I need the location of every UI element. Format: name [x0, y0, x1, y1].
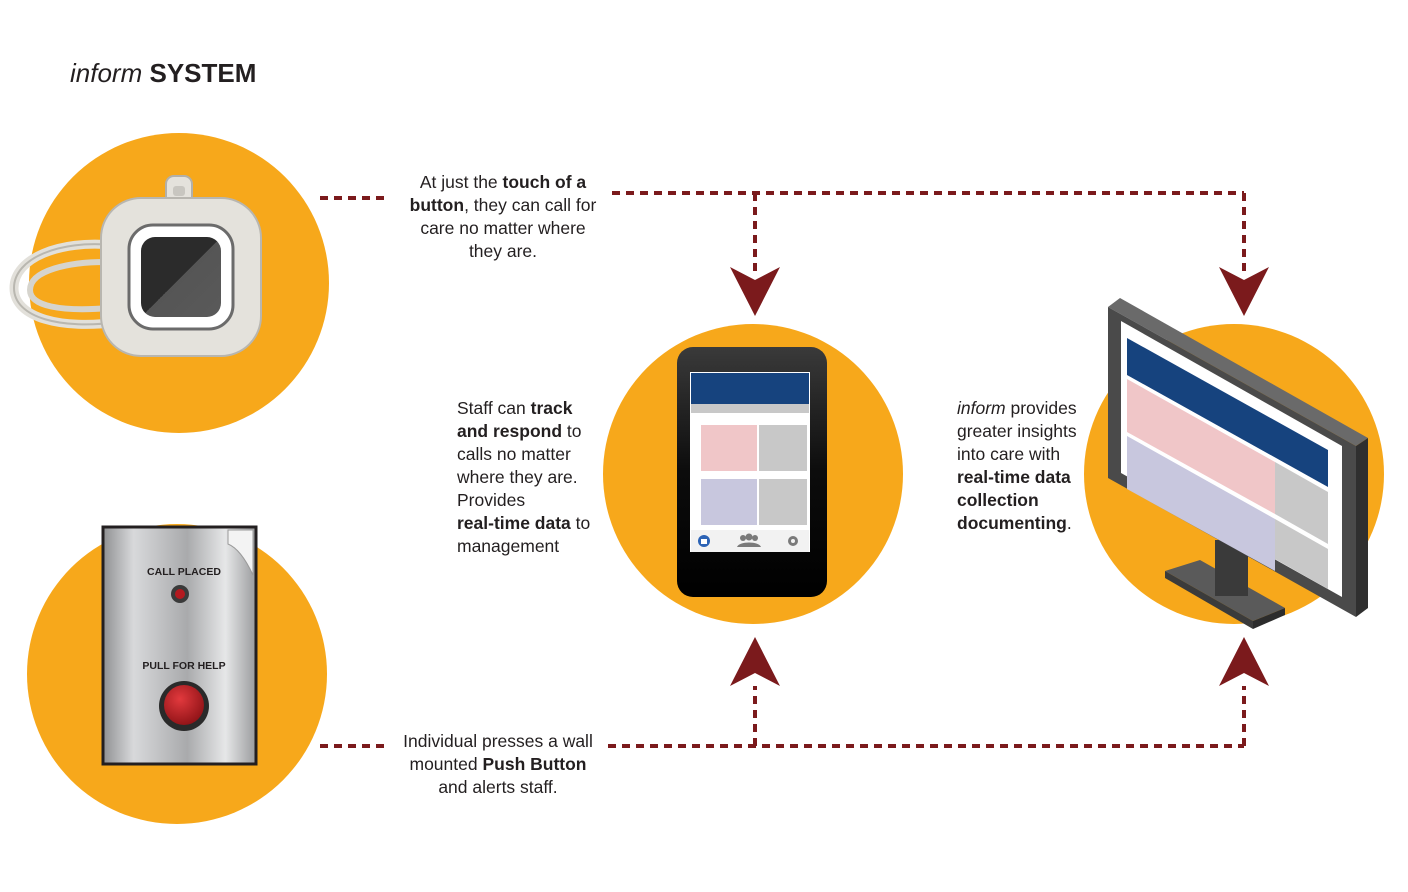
- connector-lines: [320, 191, 1246, 748]
- pendant-caption-text: , they can call for: [464, 195, 597, 215]
- gear-icon: [788, 536, 798, 546]
- wall-caption-bold: Push Button: [482, 754, 587, 774]
- arrow-down-monitor-icon: [1219, 267, 1269, 316]
- desktop-monitor-icon: [1108, 298, 1368, 629]
- title-italic: inform: [70, 58, 143, 88]
- insights-caption-text: provides: [1005, 398, 1077, 418]
- staff-caption-text: calls no matter: [457, 444, 571, 464]
- staff-caption-bold: real-time data: [457, 513, 571, 533]
- lock-icon: [698, 535, 710, 547]
- staff-caption-text: where they are.: [457, 467, 578, 487]
- wall-push-button-icon: CALL PLACED PULL FOR HELP: [101, 525, 258, 766]
- arrow-up-phone-icon: [730, 637, 780, 686]
- smartphone-icon: [677, 347, 827, 597]
- pendant-caption-text: care no matter where: [420, 218, 586, 238]
- staff-caption-bold: and respond: [457, 421, 563, 441]
- wall-button-caption: Individual presses a wall mounted Push B…: [385, 730, 611, 799]
- insights-caption-bold: documenting: [957, 513, 1067, 533]
- insights-caption-text: greater insights: [957, 421, 1077, 441]
- page-title: inform SYSTEM: [70, 57, 256, 89]
- arrowheads: [730, 267, 1269, 686]
- staff-caption: Staff can track and respond to calls no …: [457, 397, 590, 558]
- insights-caption-italic: inform: [957, 398, 1006, 418]
- wall-caption-text: Individual presses a wall: [403, 731, 593, 751]
- insights-caption-text: .: [1066, 513, 1072, 533]
- staff-caption-bold: track: [530, 398, 573, 418]
- wall-caption-text: mounted: [409, 754, 483, 774]
- pendant-caption-text: At just the: [419, 172, 503, 192]
- pendant-caption-bold: button: [409, 195, 465, 215]
- insights-caption-bold: real-time data: [957, 467, 1071, 487]
- insights-caption: inform provides greater insights into ca…: [957, 397, 1077, 535]
- staff-caption-text: management: [457, 536, 560, 556]
- insights-caption-text: into care with: [957, 444, 1061, 464]
- people-icon: [737, 533, 761, 547]
- call-placed-label: CALL PLACED: [147, 566, 221, 578]
- insights-caption-bold: collection: [957, 490, 1039, 510]
- arrow-up-monitor-icon: [1219, 637, 1269, 686]
- pendant-caption: At just the touch of a button, they can …: [390, 171, 616, 263]
- staff-caption-text: to: [570, 513, 591, 533]
- pull-for-help-label: PULL FOR HELP: [142, 660, 225, 672]
- pendant-device-icon: [9, 175, 262, 357]
- pendant-caption-bold: touch of a: [502, 172, 587, 192]
- title-bold: SYSTEM: [149, 58, 257, 88]
- pendant-caption-text: they are.: [468, 241, 538, 261]
- wall-caption-text: and alerts staff.: [438, 777, 558, 797]
- staff-caption-text: Staff can: [457, 398, 531, 418]
- staff-caption-text: Provides: [457, 490, 526, 510]
- arrow-down-phone-icon: [730, 267, 780, 316]
- staff-caption-text: to: [562, 421, 582, 441]
